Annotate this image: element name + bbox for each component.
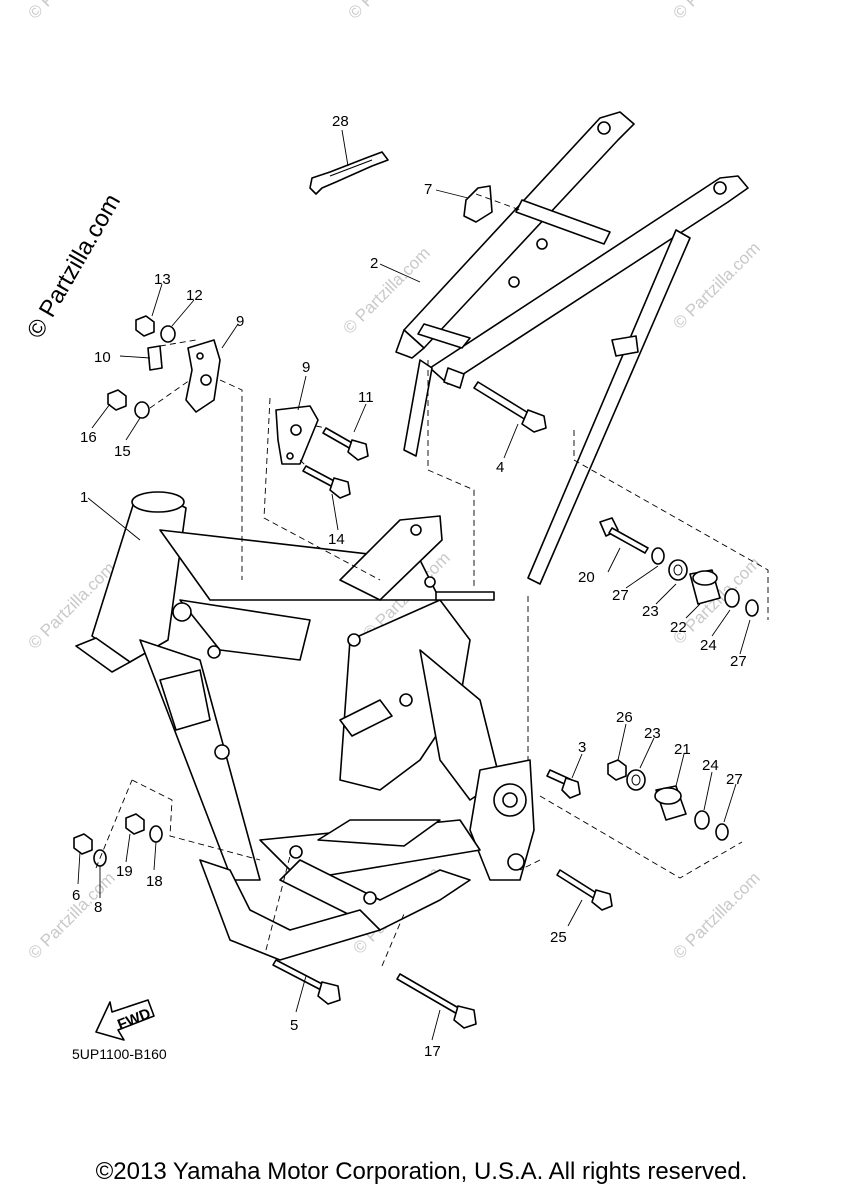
callout-14: 14 [328, 531, 345, 548]
leader-lines [77, 129, 751, 1041]
callout-labels: 28 7 2 13 12 9 10 9 11 16 15 4 1 14 20 2… [72, 113, 747, 1060]
part-21-bushing[interactable] [654, 785, 687, 821]
part-6-nut[interactable] [73, 833, 93, 855]
callout-28: 28 [332, 113, 349, 130]
watermark-vertical: © Partzilla.com [22, 189, 126, 343]
callout-15: 15 [114, 443, 131, 460]
assembly-lines [95, 193, 769, 967]
part-14-bolt[interactable] [302, 465, 351, 499]
watermark: © Partzilla.com [24, 0, 118, 23]
callout-1: 1 [80, 489, 88, 506]
part-25-bolt[interactable] [556, 869, 613, 911]
part-27-washer[interactable] [745, 599, 759, 617]
callout-12: 12 [186, 287, 203, 304]
callout-16: 16 [80, 429, 97, 446]
part-23-washer[interactable] [626, 769, 646, 791]
callout-24: 24 [702, 757, 719, 774]
part-9-engine-bracket-left[interactable] [185, 339, 221, 413]
callout-23: 23 [642, 603, 659, 620]
callout-26: 26 [616, 709, 633, 726]
callout-5: 5 [290, 1017, 298, 1034]
part-24-collar[interactable] [694, 810, 710, 830]
part-2-rear-frame[interactable] [395, 111, 749, 585]
diagram-code: 5UP1100-B160 [72, 1046, 167, 1062]
callout-22: 22 [670, 619, 687, 636]
part-27-washer[interactable] [651, 547, 665, 565]
callout-9: 9 [302, 359, 310, 376]
callout-27: 27 [730, 653, 747, 670]
part-10-collar[interactable] [147, 345, 163, 371]
watermark: © Partzilla.com [669, 868, 763, 962]
callout-19: 19 [116, 863, 133, 880]
part-17-bolt[interactable] [396, 973, 477, 1029]
part-12-washer[interactable] [160, 325, 176, 343]
callout-10: 10 [94, 349, 111, 366]
part-9-engine-bracket-right[interactable] [275, 405, 319, 465]
part-15-washer[interactable] [134, 401, 150, 419]
watermark: © Partzilla.com [24, 868, 118, 962]
part-19-nut[interactable] [125, 813, 145, 835]
callout-2: 2 [370, 255, 378, 272]
part-18-washer[interactable] [149, 825, 163, 843]
copyright-notice: ©2013 Yamaha Motor Corporation, U.S.A. A… [95, 1158, 748, 1185]
part-5-bolt[interactable] [272, 959, 341, 1005]
watermark: © Partzilla.com [669, 0, 763, 23]
part-28-clip[interactable] [309, 151, 389, 195]
callout-23: 23 [644, 725, 661, 742]
callout-21: 21 [674, 741, 691, 758]
callout-27: 27 [726, 771, 743, 788]
callout-17: 17 [424, 1043, 441, 1060]
part-3-bolt[interactable] [546, 769, 581, 799]
part-13-nut[interactable] [135, 315, 155, 337]
callout-11: 11 [358, 389, 374, 406]
callout-8: 8 [94, 899, 102, 916]
part-1-main-frame[interactable] [75, 491, 535, 961]
callout-6: 6 [72, 887, 80, 904]
callout-7: 7 [424, 181, 432, 198]
callout-24: 24 [700, 637, 717, 654]
part-7-pad[interactable] [463, 185, 493, 223]
part-24-collar[interactable] [724, 588, 740, 608]
callout-18: 18 [146, 873, 163, 890]
part-23-washer[interactable] [668, 559, 688, 581]
part-26-nut[interactable] [607, 759, 627, 781]
watermark: © Partzilla.com [344, 0, 438, 23]
callout-25: 25 [550, 929, 567, 946]
part-11-bolt[interactable] [322, 427, 369, 461]
callout-20: 20 [578, 569, 595, 586]
fwd-arrow-icon: FWD [95, 999, 155, 1041]
callout-27: 27 [612, 587, 629, 604]
part-27-washer[interactable] [715, 823, 729, 841]
callout-4: 4 [496, 459, 504, 476]
part-22-bushing[interactable] [689, 569, 721, 605]
callout-13: 13 [154, 271, 171, 288]
part-16-nut[interactable] [107, 389, 127, 411]
part-4-bolt[interactable] [473, 381, 547, 433]
callout-9: 9 [236, 313, 244, 330]
part-20-bolt[interactable] [599, 517, 649, 554]
callout-3: 3 [578, 739, 586, 756]
